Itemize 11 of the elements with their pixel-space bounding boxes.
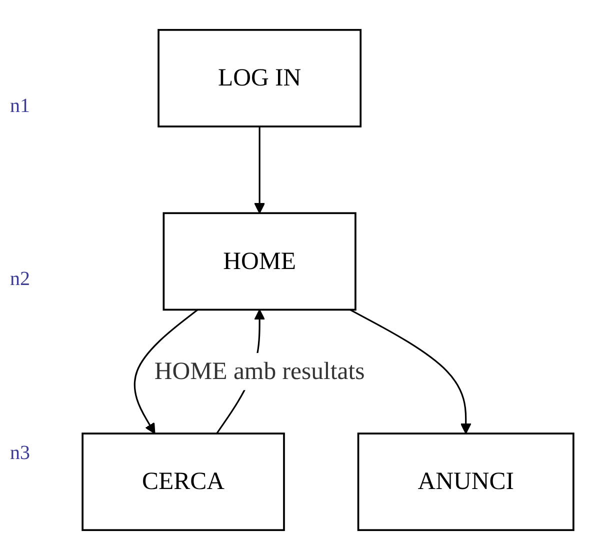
- level-label: n2: [10, 268, 31, 292]
- process-box: CERCA: [82, 432, 285, 532]
- arrow: [254, 126, 266, 214]
- level-label: n1: [10, 95, 31, 118]
- level-label: n3: [10, 442, 31, 465]
- arrow: [134, 309, 198, 434]
- process-box: ANUNCI: [357, 432, 574, 532]
- process-box: LOG IN: [158, 28, 362, 128]
- process-box: HOME: [162, 212, 356, 311]
- arrow: [350, 309, 472, 434]
- edge-label: HOME amb resultats: [154, 353, 365, 390]
